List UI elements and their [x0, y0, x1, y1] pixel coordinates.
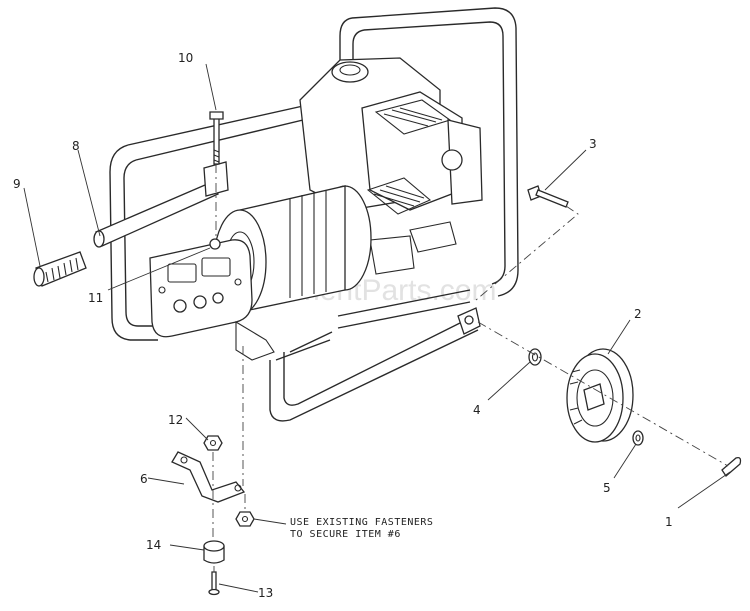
- callout-13: 13: [258, 586, 273, 600]
- foot-bracket-6: [171, 451, 246, 503]
- callout-11: 11: [88, 291, 103, 305]
- rubber-foot-14: [203, 540, 225, 564]
- callout-4: 4: [473, 403, 481, 417]
- callout-10: 10: [178, 51, 193, 65]
- handle-assembly: [33, 161, 229, 287]
- cotter-pin-1: [721, 456, 742, 477]
- engine: [299, 57, 483, 275]
- assembly-lines: [212, 164, 729, 572]
- callout-5: 5: [603, 481, 611, 495]
- axle-bolt-3: [527, 185, 569, 208]
- callout-1: 1: [665, 515, 673, 529]
- callout-3: 3: [589, 137, 597, 151]
- note-line-2: TO SECURE ITEM #6: [290, 529, 401, 540]
- wheel-2: [566, 348, 634, 443]
- callout-leaders: [23, 63, 731, 593]
- note-line-1: USE EXISTING FASTENERS: [290, 517, 433, 528]
- callout-12: 12: [168, 413, 183, 427]
- tube-frame: [109, 7, 519, 422]
- control-panel: [149, 239, 275, 361]
- bolt-10: [209, 111, 224, 165]
- callout-9: 9: [13, 177, 21, 191]
- callout-8: 8: [72, 139, 80, 153]
- callout-14: 14: [146, 538, 161, 552]
- nut-12: [203, 435, 223, 451]
- fasteners: [235, 511, 255, 527]
- callout-6: 6: [140, 472, 148, 486]
- assembly-note: USE EXISTING FASTENERS TO SECURE ITEM #6: [290, 517, 433, 540]
- callout-labels: 1 2 3 4 5 6 8 9 10 11 12 13 14: [13, 51, 673, 600]
- screw-13: [208, 571, 220, 596]
- washer-5: [632, 430, 644, 446]
- callout-2: 2: [634, 307, 642, 321]
